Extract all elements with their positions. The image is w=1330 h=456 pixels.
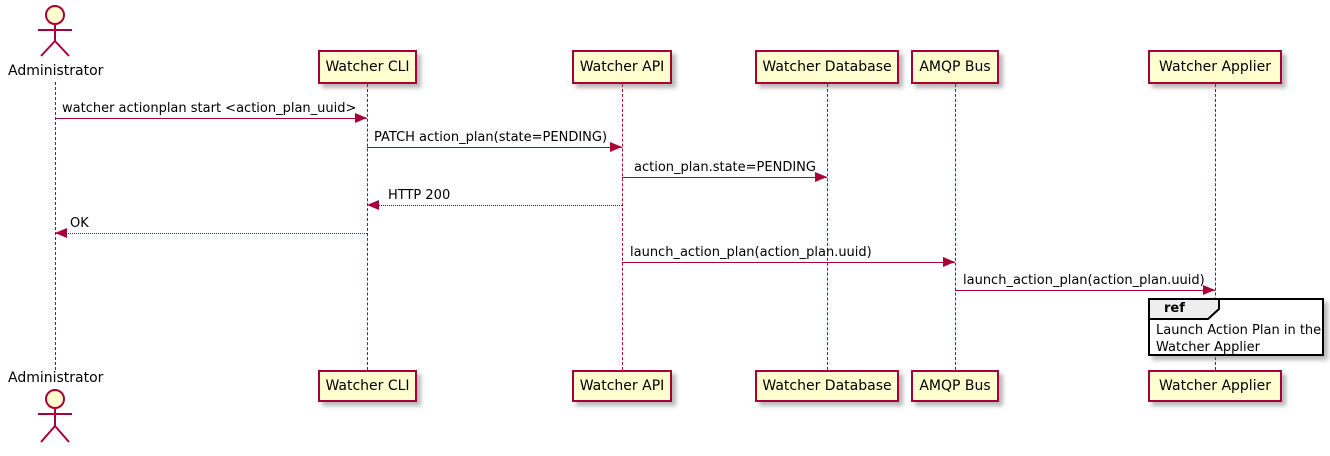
actor-administrator-icon-top (38, 5, 72, 57)
lifeline-watcher-applier (1215, 84, 1216, 370)
participant-watcher-api-bottom: Watcher API (572, 370, 672, 402)
message-2-arrowhead-icon (610, 142, 622, 152)
participant-watcher-applier-bottom: Watcher Applier (1148, 370, 1282, 402)
message-7-line (955, 290, 1215, 291)
participant-amqp-bus-top: AMQP Bus (911, 50, 999, 84)
actor-label-bottom: Administrator (8, 370, 104, 386)
message-2-label: PATCH action_plan(state=PENDING) (374, 130, 608, 145)
ref-text: Launch Action Plan in the Watcher Applie… (1156, 322, 1321, 356)
message-3-label: action_plan.state=PENDING (634, 160, 816, 175)
ref-tab-label: ref (1164, 301, 1185, 316)
message-4-line (367, 205, 622, 206)
actor-label-top: Administrator (8, 63, 104, 79)
message-7-arrowhead-icon (1203, 285, 1215, 295)
participant-watcher-database-top: Watcher Database (755, 50, 899, 84)
ref-text-line1: Launch Action Plan in the (1156, 323, 1322, 338)
message-3-line (622, 177, 827, 178)
message-1-arrowhead-icon (355, 113, 367, 123)
message-1-line (55, 118, 367, 119)
message-5-arrowhead-icon (55, 228, 67, 238)
message-6-arrowhead-icon (943, 257, 955, 267)
message-4-arrowhead-icon (367, 200, 379, 210)
message-7-label: launch_action_plan(action_plan.uuid) (963, 273, 1205, 288)
message-3-arrowhead-icon (815, 172, 827, 182)
lifeline-watcher-database (827, 84, 828, 370)
participant-watcher-cli-top: Watcher CLI (318, 50, 417, 84)
message-5-line (55, 233, 367, 234)
lifeline-watcher-api (622, 84, 623, 370)
message-6-label: launch_action_plan(action_plan.uuid) (630, 245, 872, 260)
ref-text-line2: Watcher Applier (1156, 340, 1260, 355)
ref-tab-shape (1148, 298, 1220, 320)
lifeline-watcher-cli (367, 84, 368, 370)
participant-watcher-applier-top: Watcher Applier (1148, 50, 1282, 84)
participant-amqp-bus-bottom: AMQP Bus (911, 370, 999, 402)
actor-administrator-icon-bottom (38, 389, 72, 443)
message-1-label: watcher actionplan start <action_plan_uu… (62, 101, 357, 116)
message-2-line (367, 147, 622, 148)
lifeline-administrator (55, 82, 56, 370)
participant-watcher-cli-bottom: Watcher CLI (318, 370, 417, 402)
lifeline-amqp-bus (955, 84, 956, 370)
message-5-label: OK (70, 216, 89, 231)
participant-watcher-database-bottom: Watcher Database (755, 370, 899, 402)
message-6-line (622, 262, 955, 263)
ref-fragment: ref Launch Action Plan in the Watcher Ap… (1148, 298, 1324, 356)
participant-watcher-api-top: Watcher API (572, 50, 672, 84)
message-4-label: HTTP 200 (388, 188, 451, 203)
